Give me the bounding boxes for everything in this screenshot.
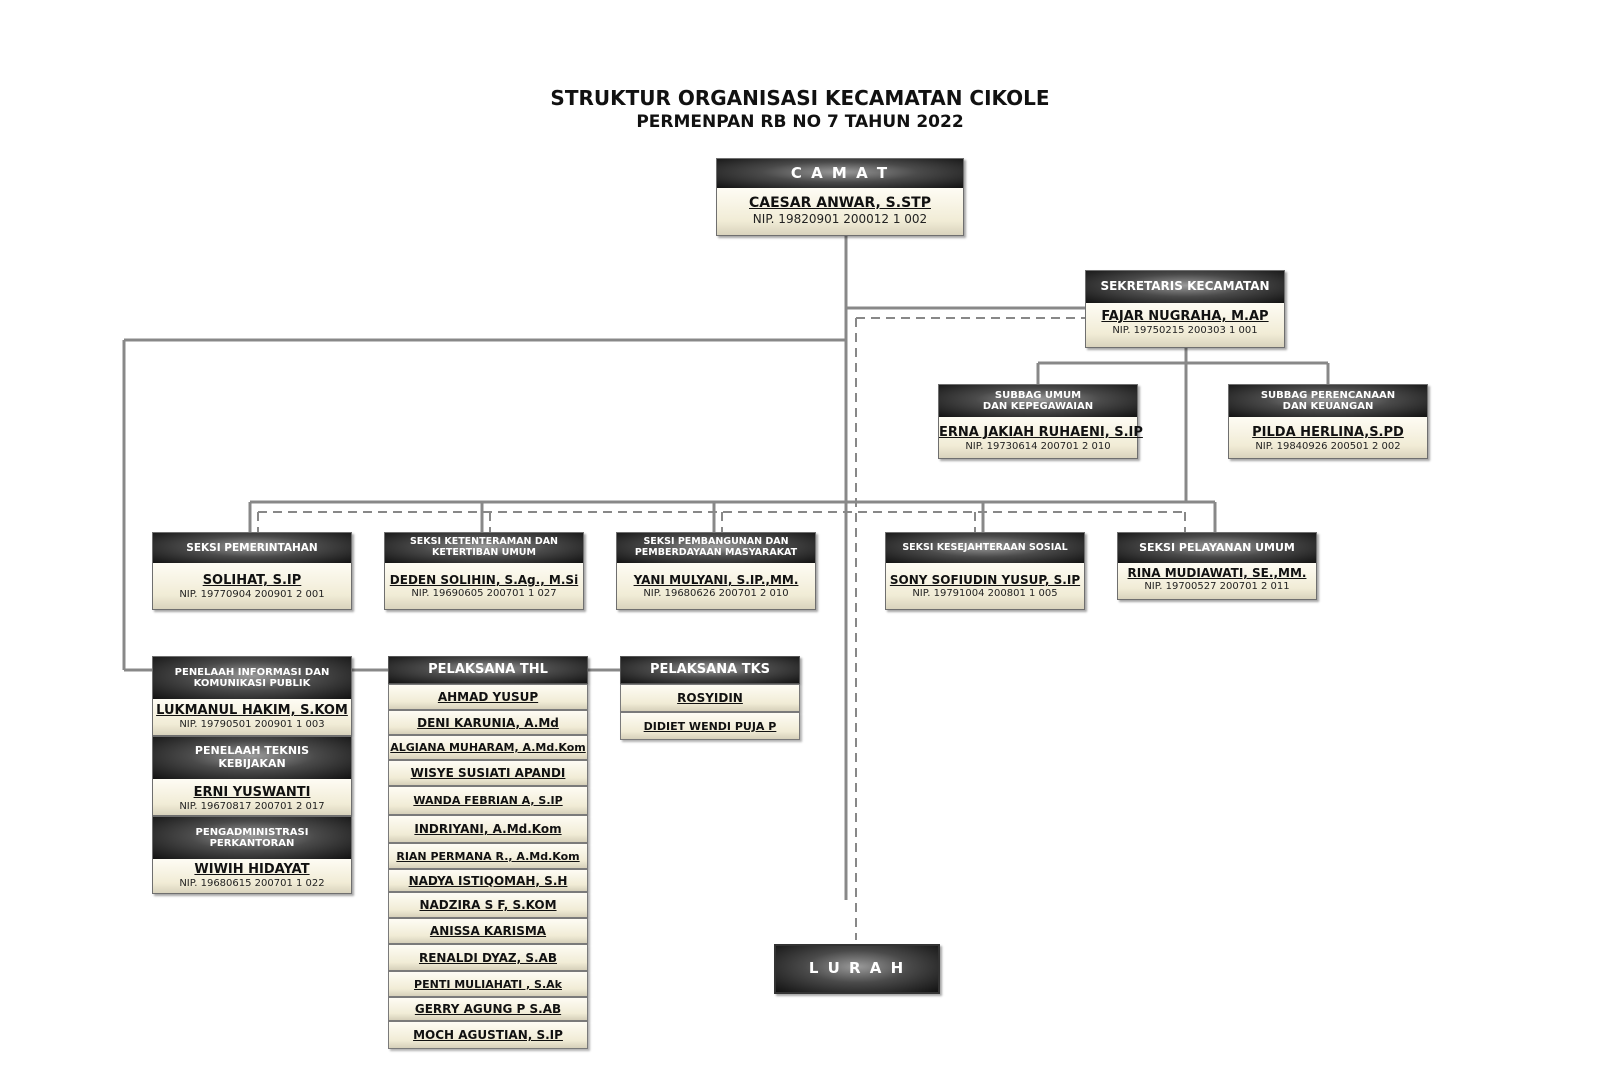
seksi-name: YANI MULYANI, S.IP.,MM. [633,573,799,587]
thl-member: DENI KARUNIA, A.Md [388,710,588,735]
camat-nip: NIP. 19820901 200012 1 002 [752,212,928,226]
subbag-umum-nip: NIP. 19730614 200701 2 010 [965,441,1111,452]
pengadministrasi-nip: NIP. 19680615 200701 1 022 [179,878,325,889]
seksi-position: SEKSI KETENTERAMAN DAN KETERTIBAN UMUM [385,533,583,563]
camat-position: C A M A T [717,159,963,188]
seksi-nip: NIP. 19770904 200901 2 001 [179,589,325,600]
seksi-name: DEDEN SOLIHIN, S.Ag., M.Si [389,573,579,587]
seksi-position: SEKSI PEMBANGUNAN DAN PEMBERDAYAAN MASYA… [617,533,815,563]
penelaah-teknis-name: ERNI YUSWANTI [193,785,311,800]
seksi-nip: NIP. 19680626 200701 2 010 [643,588,789,599]
seksi-pemerintahan-box: SEKSI PEMERINTAHAN SOLIHAT, S.IP NIP. 19… [152,532,352,610]
pengadministrasi-position: PENGADMINISTRASI PERKANTORAN [153,817,351,859]
penelaah-info-box: PENELAAH INFORMASI DAN KOMUNIKASI PUBLIK… [152,656,352,736]
thl-member: GERRY AGUNG P S.AB [388,997,588,1021]
seksi-nip: NIP. 19791004 200801 1 005 [912,588,1058,599]
subbag-umum-name: ERNA JAKIAH RUHAENI, S.IP [939,425,1143,440]
subbag-perencanaan-box: SUBBAG PERENCANAAN DAN KEUANGAN PILDA HE… [1228,384,1428,459]
subbag-perencanaan-nip: NIP. 19840926 200501 2 002 [1255,441,1401,452]
subbag-perencanaan-name: PILDA HERLINA,S.PD [1252,425,1404,440]
tks-member: ROSYIDIN [620,684,800,712]
pengadministrasi-name: WIWIH HIDAYAT [194,862,310,877]
chart-title: STRUKTUR ORGANISASI KECAMATAN CIKOLE [550,86,1050,110]
lurah-box: L U R A H [774,944,940,994]
seksi-nip: NIP. 19700527 200701 2 011 [1144,581,1290,592]
thl-member: ANISSA KARISMA [388,918,588,944]
thl-header: PELAKSANA THL [388,656,588,684]
seksi-pembangunan-box: SEKSI PEMBANGUNAN DAN PEMBERDAYAAN MASYA… [616,532,816,610]
seksi-kesejahteraan-box: SEKSI KESEJAHTERAAN SOSIAL SONY SOFIUDIN… [885,532,1085,610]
thl-member: AHMAD YUSUP [388,684,588,710]
tks-member: DIDIET WENDI PUJA P [620,712,800,740]
seksi-position: SEKSI PEMERINTAHAN [153,533,351,563]
thl-member: RIAN PERMANA R., A.Md.Kom [388,843,588,869]
seksi-name: SONY SOFIUDIN YUSUP, S.IP [889,573,1081,587]
penelaah-info-name: LUKMANUL HAKIM, S.KOM [156,703,348,718]
penelaah-teknis-box: PENELAAH TEKNIS KEBIJAKAN ERNI YUSWANTI … [152,736,352,816]
sekretaris-name: FAJAR NUGRAHA, M.AP [1101,309,1269,324]
thl-member: MOCH AGUSTIAN, S.IP [388,1021,588,1049]
seksi-nip: NIP. 19690605 200701 1 027 [411,588,557,599]
pengadministrasi-box: PENGADMINISTRASI PERKANTORAN WIWIH HIDAY… [152,816,352,894]
penelaah-info-position: PENELAAH INFORMASI DAN KOMUNIKASI PUBLIK [153,657,351,699]
thl-member: ALGIANA MUHARAM, A.Md.Kom [388,735,588,760]
seksi-position: SEKSI KESEJAHTERAAN SOSIAL [886,533,1084,563]
seksi-name: RINA MUDIAWATI, SE.,MM. [1127,566,1307,580]
tks-header: PELAKSANA TKS [620,656,800,684]
thl-member: NADZIRA S F, S.KOM [388,892,588,918]
seksi-ketenteraman-box: SEKSI KETENTERAMAN DAN KETERTIBAN UMUM D… [384,532,584,610]
sekretaris-position: SEKRETARIS KECAMATAN [1086,271,1284,303]
sekretaris-box: SEKRETARIS KECAMATAN FAJAR NUGRAHA, M.AP… [1085,270,1285,348]
thl-member: PENTI MULIAHATI , S.Ak [388,971,588,997]
camat-box: C A M A T CAESAR ANWAR, S.STP NIP. 19820… [716,158,964,236]
seksi-position: SEKSI PELAYANAN UMUM [1118,533,1316,563]
subbag-umum-position: SUBBAG UMUM DAN KEPEGAWAIAN [939,385,1137,417]
thl-member: INDRIYANI, A.Md.Kom [388,815,588,843]
seksi-pelayanan-box: SEKSI PELAYANAN UMUM RINA MUDIAWATI, SE.… [1117,532,1317,600]
chart-subtitle: PERMENPAN RB NO 7 TAHUN 2022 [636,112,964,132]
camat-name: CAESAR ANWAR, S.STP [749,195,931,211]
seksi-name: SOLIHAT, S.IP [202,573,302,588]
subbag-umum-box: SUBBAG UMUM DAN KEPEGAWAIAN ERNA JAKIAH … [938,384,1143,459]
penelaah-teknis-position: PENELAAH TEKNIS KEBIJAKAN [153,737,351,779]
penelaah-teknis-nip: NIP. 19670817 200701 2 017 [179,801,325,812]
subbag-perencanaan-position: SUBBAG PERENCANAAN DAN KEUANGAN [1229,385,1427,417]
thl-member: WISYE SUSIATI APANDI [388,760,588,786]
thl-member: RENALDI DYAZ, S.AB [388,944,588,971]
penelaah-info-nip: NIP. 19790501 200901 1 003 [179,719,325,730]
thl-member: WANDA FEBRIAN A, S.IP [388,786,588,815]
thl-member: NADYA ISTIQOMAH, S.H [388,869,588,892]
sekretaris-nip: NIP. 19750215 200303 1 001 [1112,325,1258,336]
